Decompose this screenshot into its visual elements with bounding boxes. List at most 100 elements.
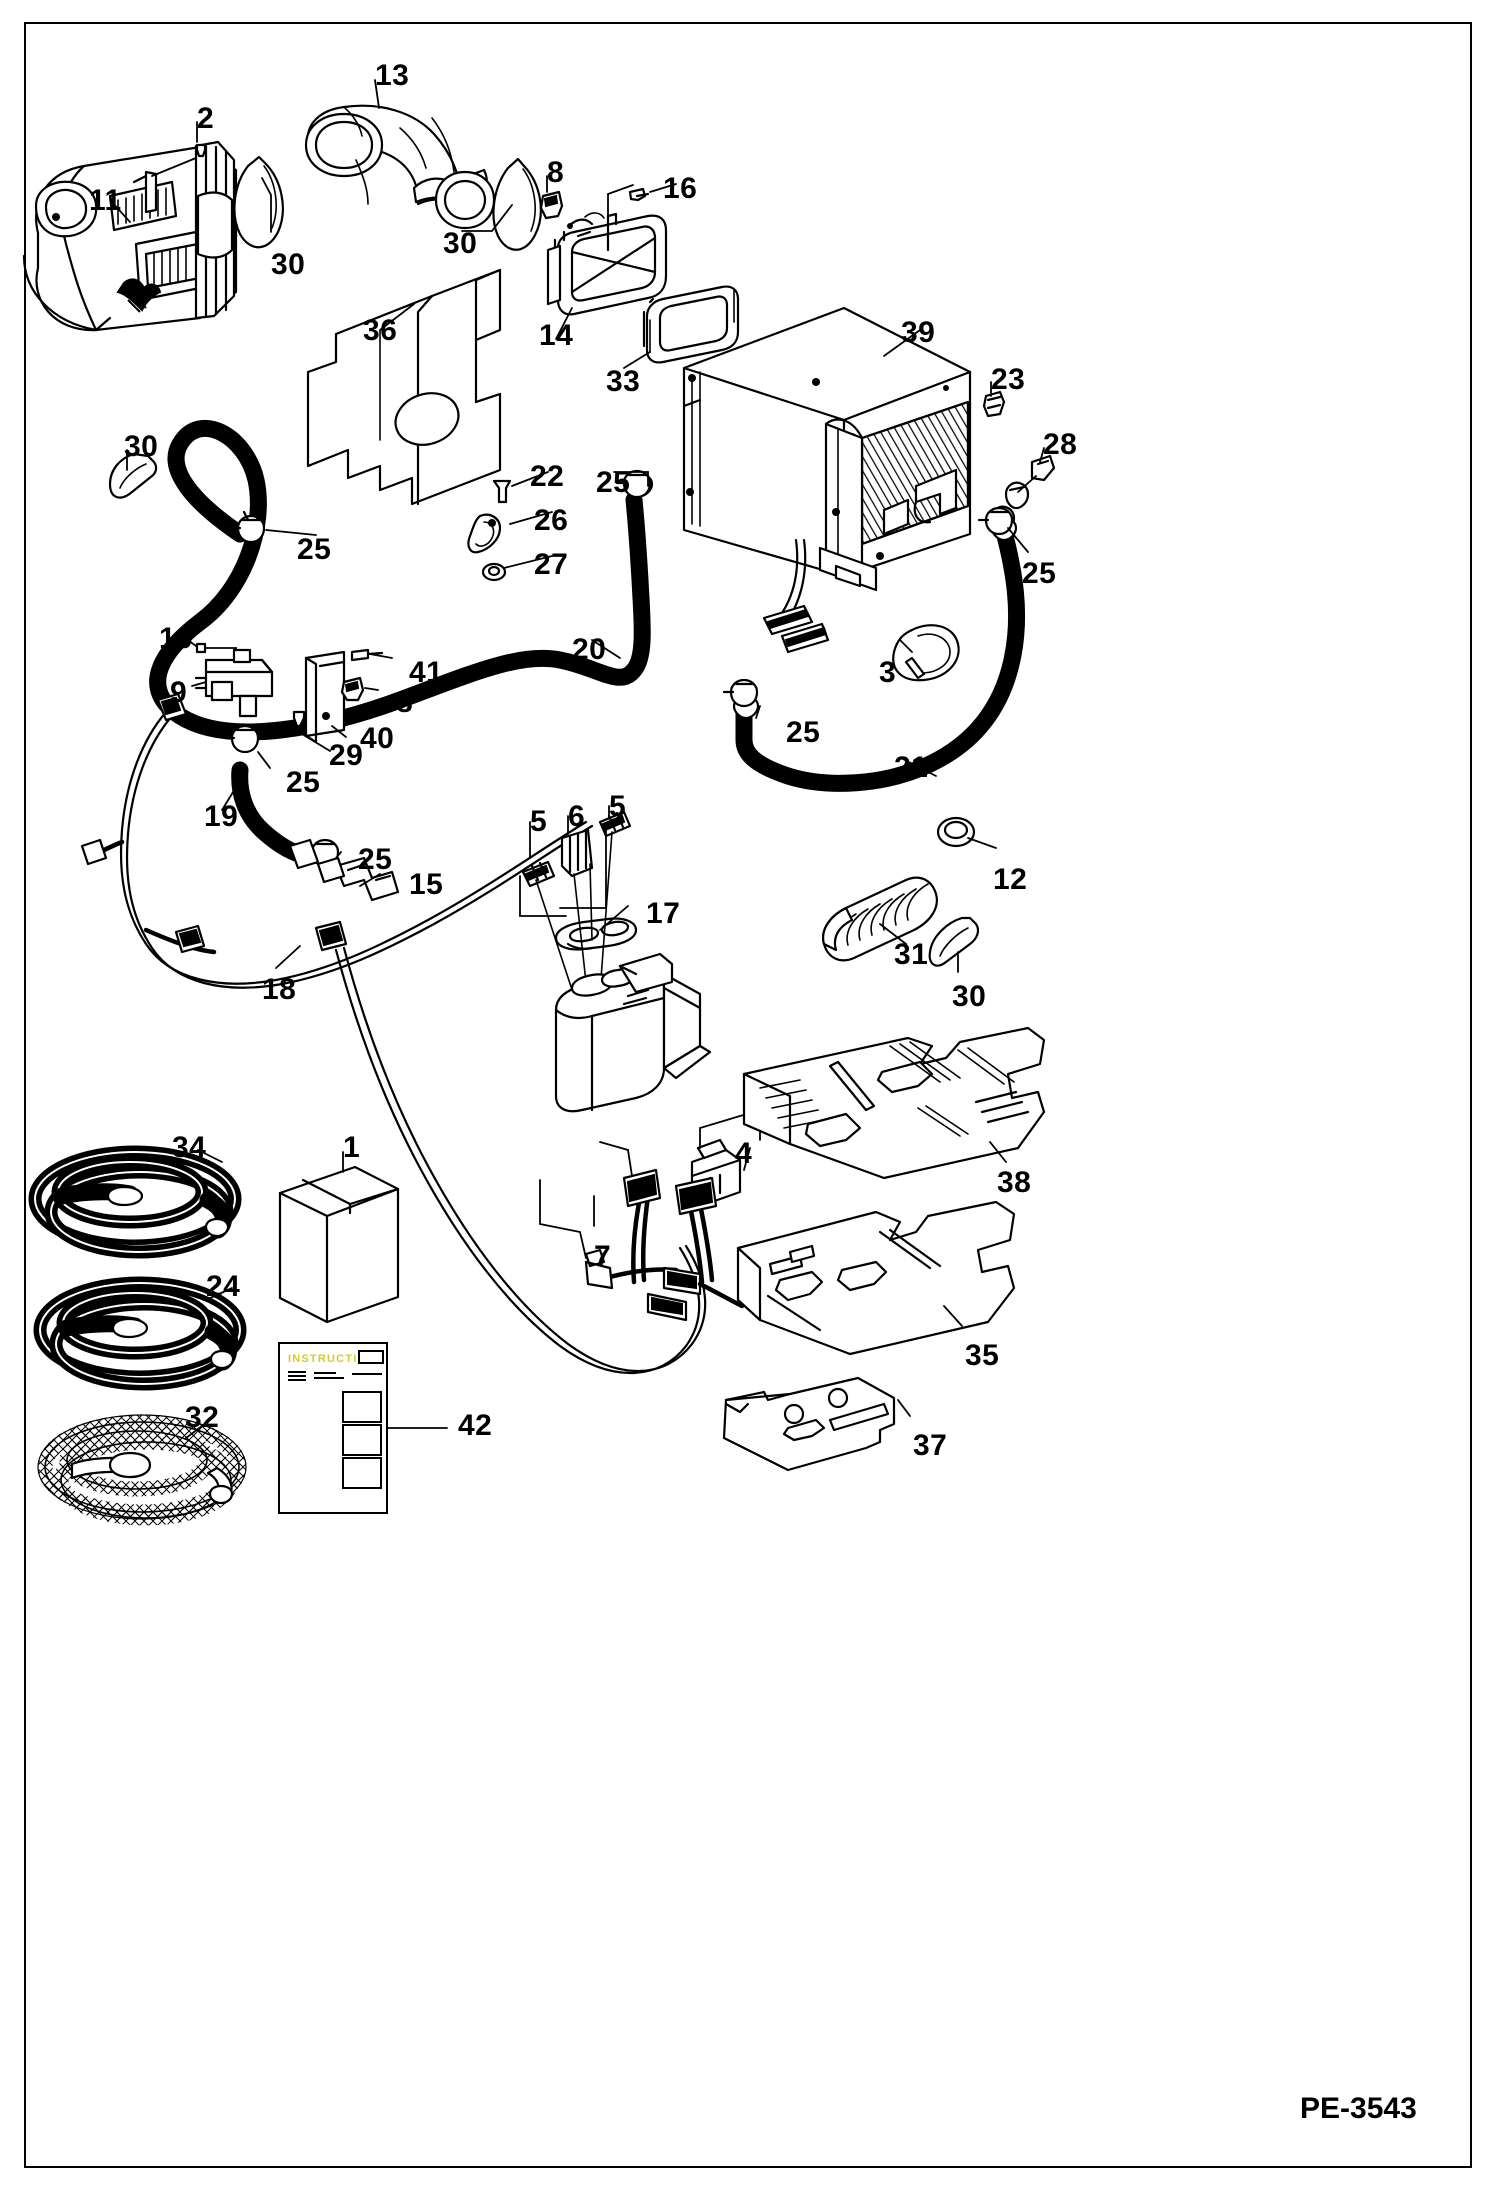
instruction-sheet-rule — [288, 1375, 306, 1377]
callout-35-floor-mat-rear: 35 — [965, 1339, 1000, 1372]
instruction-sheet-rule — [288, 1371, 306, 1373]
part-19-short-hose — [231, 761, 320, 870]
instruction-sheet-rule — [352, 1373, 382, 1375]
callout-13-elbow-duct-hose: 13 — [375, 59, 410, 92]
callout-31-flexible-conduit: 31 — [894, 938, 929, 971]
callout-17-control-panel-plate: 17 — [646, 897, 681, 930]
part-38-floor-mat-front — [742, 1026, 1046, 1180]
callout-29-screw: 29 — [329, 739, 364, 772]
callout-23-fitting-nut: 23 — [991, 363, 1026, 396]
part-42-instruction-sheet: INSTRUCTIONS — [278, 1342, 388, 1514]
part-14-vent-bezel — [546, 212, 668, 316]
part-25-clamp-e — [223, 724, 260, 754]
callout-8-clip-bracket: 8 — [396, 686, 414, 719]
callout-41-bolt: 41 — [409, 656, 444, 689]
drawing-border — [24, 22, 1472, 2168]
part-7-harness-lead — [539, 1141, 745, 1322]
part-33-vent-gasket — [642, 285, 740, 364]
part-30-cable-tie-a — [233, 155, 284, 249]
part-32-braided-hose — [37, 1414, 247, 1526]
callout-22-screw: 22 — [530, 460, 565, 493]
callout-25-hose-clamp: 25 — [1022, 557, 1057, 590]
part-24-coiled-hose-b — [33, 1276, 247, 1391]
callout-26-clamp-strap: 26 — [534, 504, 569, 537]
callout-5-knob-small-left: 5 — [530, 805, 548, 838]
part-1-service-box — [278, 1165, 400, 1324]
callout-3-cable-tie-large: 3 — [879, 656, 897, 689]
part-30-cable-tie-c — [108, 452, 158, 499]
part-console-assembly — [519, 810, 712, 1113]
callout-30-cable-tie: 30 — [271, 248, 306, 281]
part-16-screw — [628, 187, 650, 202]
callout-9-valve-assembly: 9 — [170, 676, 188, 709]
callout-5-knob-small-right: 5 — [609, 790, 627, 823]
callout-11-heater-blower-housing: 11 — [89, 184, 122, 217]
callout-39-ac-condenser-unit: 39 — [901, 316, 936, 349]
part-30-cable-tie-d — [928, 916, 980, 967]
instruction-sheet-logo-box — [358, 1350, 384, 1364]
part-34-coiled-hose-a — [28, 1145, 242, 1259]
callout-20-heater-hose-long: 20 — [572, 633, 607, 666]
part-31-flex-conduit — [822, 876, 938, 962]
callout-12-grommet-plug: 12 — [993, 863, 1028, 896]
part-2-screw — [195, 143, 207, 158]
part-37-floor-plate-small — [722, 1376, 896, 1472]
callout-18-wire-harness: 18 — [262, 973, 297, 1006]
callout-32-coiled-hose-braided: 32 — [185, 1401, 220, 1434]
callout-36-duct-shroud-panel: 36 — [363, 314, 398, 347]
callout-37-floor-plate-small: 37 — [913, 1429, 948, 1462]
part-11-heater-housing — [22, 140, 238, 332]
part-15-elbow-fitting — [316, 856, 400, 902]
part-25-clamp-c — [977, 506, 1014, 536]
callout-25-hose-clamp: 25 — [297, 533, 332, 566]
instruction-sheet-panel — [342, 1391, 382, 1423]
part-26-clamp-strap — [467, 513, 502, 554]
instruction-sheet-rule — [288, 1379, 306, 1381]
callout-1-service-kit-box: 1 — [343, 1131, 361, 1164]
callout-30-cable-tie: 30 — [443, 227, 478, 260]
part-13-elbow-duct — [304, 104, 496, 230]
callout-24-coiled-hose-b: 24 — [206, 1270, 241, 1303]
part-30-cable-tie-b — [492, 157, 542, 251]
part-22-screw — [492, 479, 512, 504]
part-35-floor-mat-rear — [736, 1200, 1016, 1356]
callout-30-cable-tie: 30 — [952, 980, 987, 1013]
callout-25-hose-clamp: 25 — [358, 843, 393, 876]
instruction-sheet-rule — [314, 1377, 344, 1379]
callout-4-rocker-switch: 4 — [735, 1137, 753, 1170]
instruction-sheet-rule — [314, 1372, 336, 1374]
part-cluster-valve-bracket — [194, 642, 384, 744]
callout-25-hose-clamp: 25 — [286, 766, 321, 799]
instruction-sheet-panel — [342, 1457, 382, 1489]
part-25-clamp-a — [229, 510, 266, 544]
part-18-wire-harness — [80, 692, 707, 1375]
callout-7-wire-harness-lead: 7 — [594, 1240, 612, 1273]
callout-30-cable-tie: 30 — [124, 430, 159, 463]
part-27-nut — [481, 562, 507, 582]
part-23-fitting-nut — [982, 390, 1006, 418]
callout-33-vent-seal-gasket: 33 — [606, 365, 641, 398]
callout-42-instruction-sheet: 42 — [458, 1409, 493, 1442]
callout-40-mounting-bracket: 40 — [360, 722, 395, 755]
part-12-grommet — [936, 816, 976, 848]
callout-15-elbow-fitting: 15 — [409, 868, 444, 901]
part-8-clip-upper — [539, 190, 564, 220]
callout-8-clip-upper: 8 — [547, 156, 565, 189]
callout-25-hose-clamp: 25 — [786, 716, 821, 749]
part-3-cable-tie-loop — [892, 624, 960, 682]
callout-6-lever-knob: 6 — [568, 800, 586, 833]
callout-28-fitting-elbow: 28 — [1043, 428, 1078, 461]
callout-21-heater-hose-return: 21 — [894, 751, 929, 784]
callout-14-vent-outlet-bezel: 14 — [539, 319, 574, 352]
callout-10-pin: 10 — [159, 622, 194, 655]
callout-19-short-hose: 19 — [204, 800, 239, 833]
instruction-sheet-panel — [342, 1424, 382, 1456]
callout-2-screw: 2 — [197, 102, 215, 135]
callout-34-coiled-hose-a: 34 — [172, 1131, 207, 1164]
part-39-hvac-unit — [682, 306, 972, 654]
part-25-clamp-d — [722, 678, 759, 708]
callout-38-floor-mat-front: 38 — [997, 1166, 1032, 1199]
leader-lines — [109, 79, 1045, 1439]
